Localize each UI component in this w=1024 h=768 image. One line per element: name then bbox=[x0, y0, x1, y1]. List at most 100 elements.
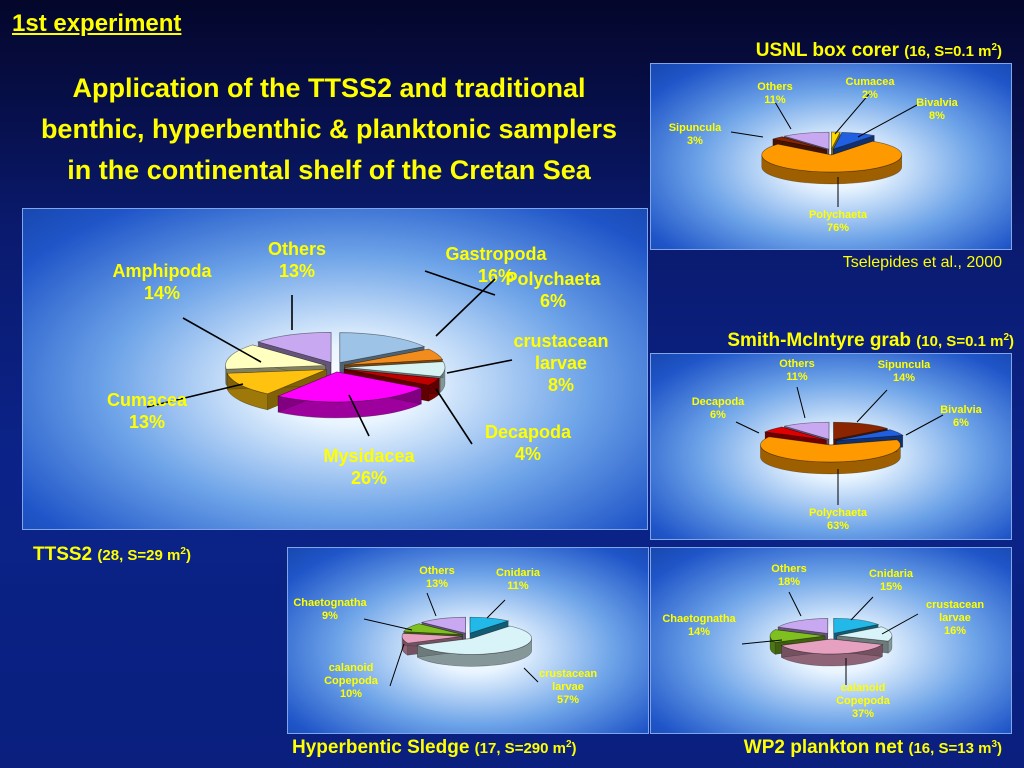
leader-wp2-others bbox=[788, 591, 802, 617]
slice-smith-bivalvia bbox=[836, 429, 904, 441]
slice-smith-others bbox=[784, 421, 830, 440]
usnl-caption-detail: (16, S=0.1 m2) bbox=[904, 42, 1002, 60]
value-sledge-cnidaria: 11% bbox=[507, 580, 529, 592]
slice-smith-sipuncula bbox=[833, 421, 888, 440]
value-sledge-others: 13% bbox=[426, 578, 448, 590]
value-usnl-bivalvia: 8% bbox=[929, 110, 945, 122]
sledge-caption-main: Hyperbentic Sledge bbox=[292, 737, 470, 758]
slice-usnl-cumacea bbox=[831, 131, 841, 150]
slice-ttss2-others bbox=[256, 332, 332, 363]
leader-ttss2-crustacean-larvae bbox=[446, 359, 513, 374]
value-smith-sipuncula: 14% bbox=[893, 372, 915, 384]
usnl-caption-main: USNL box corer bbox=[755, 40, 900, 61]
smith-caption: Smith-McIntyre grab (10, S=0.1 m2) bbox=[727, 330, 1014, 352]
leader-sledge-others bbox=[426, 592, 437, 617]
slice-ttss2-polychaeta bbox=[344, 348, 444, 366]
value-smith-polychaeta: 63% bbox=[827, 520, 849, 532]
ttss2-caption-main: TTSS2 bbox=[33, 544, 93, 565]
slice-ttss2-gastropoda bbox=[339, 332, 426, 364]
slice-wp2-cnidaria bbox=[833, 617, 880, 634]
smith-caption-main: Smith-McIntyre grab bbox=[727, 330, 912, 351]
leader-wp2-cnidaria bbox=[850, 596, 874, 621]
sledge-caption-detail: (17, S=290 m2) bbox=[474, 739, 577, 757]
leader-ttss2-decapoda bbox=[435, 388, 473, 445]
leader-wp2-chaetognatha bbox=[741, 639, 783, 645]
wp2-caption: WP2 plankton net (16, S=13 m3) bbox=[744, 737, 1002, 759]
value-sledge-crustacean-larvae: 57% bbox=[557, 694, 579, 706]
leader-sledge-cnidaria bbox=[486, 599, 506, 619]
value-usnl-cumacea: 2% bbox=[862, 89, 878, 101]
leader-sledge-crustacean-larvae bbox=[523, 667, 539, 683]
value-wp2-cnidaria: 15% bbox=[880, 581, 902, 593]
slice-sledge-cnidaria bbox=[469, 616, 510, 634]
slice-ttss2-crustacean-larvae bbox=[344, 361, 446, 377]
value-sledge-chaetognatha: 9% bbox=[322, 610, 338, 622]
slice-sledge-chaetognatha bbox=[403, 623, 463, 635]
slice-smith-polychaeta bbox=[760, 436, 901, 463]
slice-usnl-bivalvia bbox=[832, 131, 875, 150]
value-wp2-chaetognatha: 14% bbox=[688, 626, 710, 638]
value-usnl-polychaeta: 76% bbox=[827, 222, 849, 234]
ttss2-caption-detail: (28, S=29 m2) bbox=[97, 546, 191, 564]
value-ttss2-decapoda: 4% bbox=[515, 444, 541, 464]
leader-ttss2-cumacea bbox=[146, 383, 244, 408]
slice-usnl-polychaeta bbox=[761, 140, 903, 173]
wp2-caption-detail: (16, S=13 m3) bbox=[908, 739, 1002, 757]
value-smith-bivalvia: 6% bbox=[953, 417, 969, 429]
slice-sledge-others bbox=[420, 616, 466, 634]
slice-wp2-crustacean-larvae bbox=[836, 626, 893, 642]
leader-usnl-sipuncula bbox=[730, 131, 764, 138]
leader-usnl-bivalvia bbox=[857, 104, 918, 138]
value-ttss2-polychaeta: 6% bbox=[540, 291, 566, 311]
value-smith-others: 11% bbox=[786, 371, 808, 383]
leader-smith-decapoda bbox=[735, 421, 760, 434]
slice-usnl-others bbox=[784, 131, 830, 150]
slice-ttss2-mysidacea bbox=[276, 371, 423, 403]
ttss2-caption: TTSS2 (28, S=29 m2) bbox=[33, 544, 191, 566]
wp2-caption-main: WP2 plankton net bbox=[743, 737, 904, 758]
slice-sledge-calanoid-copepoda bbox=[401, 633, 463, 644]
slice-ttss2-decapoda bbox=[343, 368, 440, 386]
slice-smith-decapoda bbox=[763, 426, 827, 441]
value-wp2-calanoid-copepoda: 37% bbox=[852, 708, 874, 720]
leader-smith-others bbox=[796, 386, 806, 419]
slide-title: Application of the TTSS2 and traditional… bbox=[6, 68, 652, 191]
value-smith-decapoda: 6% bbox=[710, 409, 726, 421]
value-wp2-crustacean-larvae: 16% bbox=[944, 625, 966, 637]
value-ttss2-others: 13% bbox=[279, 261, 315, 281]
slice-usnl-sipuncula bbox=[772, 136, 827, 151]
title-line-3: in the continental shelf of the Cretan S… bbox=[67, 155, 591, 185]
title-line-2: benthic, hyperbenthic & planktonic sampl… bbox=[40, 114, 618, 144]
leader-usnl-cumacea bbox=[834, 92, 871, 135]
leader-sledge-calanoid-copepoda bbox=[389, 643, 405, 687]
value-ttss2-cumacea: 13% bbox=[129, 412, 165, 432]
